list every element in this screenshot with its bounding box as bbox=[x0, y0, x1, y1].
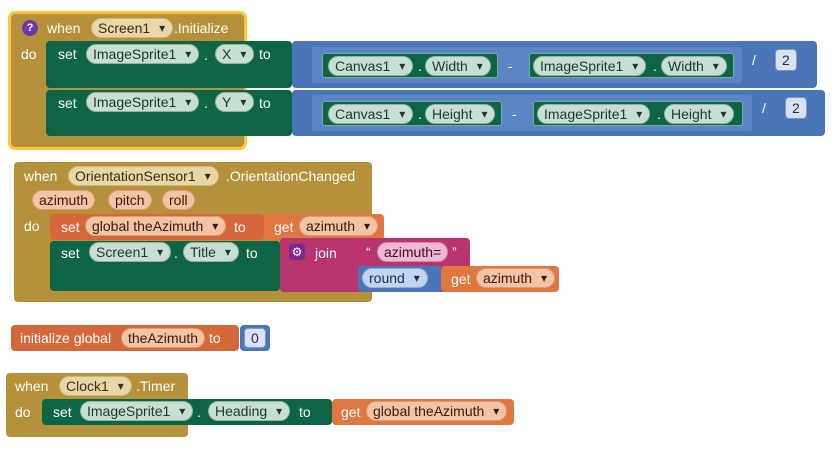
pitch-parameter[interactable]: pitch bbox=[108, 190, 152, 210]
width-property-dropdown[interactable]: Width bbox=[425, 56, 491, 76]
azimuth-variable-dropdown[interactable]: azimuth bbox=[476, 268, 556, 288]
title-property-dropdown[interactable]: Title bbox=[183, 242, 239, 262]
sprite-component-dropdown[interactable]: ImageSprite1 bbox=[86, 44, 200, 64]
set-label: set bbox=[61, 219, 80, 235]
round-function-dropdown[interactable]: round bbox=[362, 268, 428, 288]
width-property-dropdown[interactable]: Width bbox=[661, 56, 727, 76]
height-property-dropdown[interactable]: Height bbox=[425, 104, 496, 124]
screen-component-dropdown[interactable]: Screen1 bbox=[89, 242, 172, 262]
azimuth-parameter[interactable]: azimuth bbox=[32, 190, 96, 210]
to-label: to bbox=[234, 219, 246, 235]
x-property-dropdown[interactable]: X bbox=[215, 44, 255, 64]
orientation-sensor-dropdown[interactable]: OrientationSensor1 bbox=[68, 166, 219, 186]
dot-label: . bbox=[653, 58, 657, 74]
azimuth-variable-dropdown[interactable]: azimuth bbox=[299, 216, 379, 236]
join-label: join bbox=[315, 245, 337, 261]
canvas-component-dropdown[interactable]: Canvas1 bbox=[328, 56, 414, 76]
to-label: to bbox=[246, 245, 258, 261]
global-variable-dropdown[interactable]: global theAzimuth bbox=[85, 216, 227, 236]
quote-open-label: “ bbox=[366, 244, 371, 260]
when-label: when bbox=[47, 20, 81, 36]
clock-component-dropdown[interactable]: Clock1 bbox=[59, 376, 132, 396]
initialize-event-label: .Initialize bbox=[174, 20, 229, 36]
to-label: to bbox=[209, 330, 221, 346]
to-label: to bbox=[299, 404, 311, 420]
get-label: get bbox=[451, 271, 471, 287]
heading-property-dropdown[interactable]: Heading bbox=[208, 401, 291, 421]
canvas-component-dropdown[interactable]: Canvas1 bbox=[328, 104, 414, 124]
divide-operator: / bbox=[762, 100, 766, 116]
do-label: do bbox=[15, 404, 31, 420]
quote-close-label: ” bbox=[452, 244, 457, 260]
sprite-component-dropdown[interactable]: ImageSprite1 bbox=[86, 92, 200, 112]
when-label: when bbox=[15, 378, 49, 394]
divide-operator: / bbox=[752, 52, 756, 68]
set-label: set bbox=[58, 95, 77, 111]
dot-label: . bbox=[418, 106, 422, 122]
roll-parameter[interactable]: roll bbox=[162, 190, 195, 210]
initial-value-number[interactable]: 0 bbox=[244, 328, 266, 348]
set-label: set bbox=[58, 46, 77, 62]
sprite-component-dropdown[interactable]: ImageSprite1 bbox=[80, 401, 194, 421]
dot-label: . bbox=[204, 95, 208, 111]
to-label: to bbox=[259, 95, 271, 111]
azimuth-text-string[interactable]: azimuth= bbox=[377, 242, 449, 262]
timer-event-label: .Timer bbox=[136, 378, 176, 394]
dot-label: . bbox=[657, 106, 661, 122]
dot-label: . bbox=[197, 404, 201, 420]
to-label: to bbox=[259, 46, 271, 62]
gear-icon[interactable]: ⚙ bbox=[289, 244, 305, 260]
set-label: set bbox=[53, 404, 72, 420]
help-icon[interactable]: ? bbox=[22, 20, 38, 36]
minus-operator: - bbox=[508, 58, 513, 74]
initialize-global-label: initialize global bbox=[20, 330, 112, 346]
variable-name-field[interactable]: theAzimuth bbox=[121, 328, 206, 348]
y-property-dropdown[interactable]: Y bbox=[215, 92, 255, 112]
dot-label: . bbox=[174, 245, 178, 261]
sprite-component-dropdown[interactable]: ImageSprite1 bbox=[533, 56, 647, 76]
divisor-number-x[interactable]: 2 bbox=[775, 49, 797, 71]
sprite-component-dropdown[interactable]: ImageSprite1 bbox=[537, 104, 651, 124]
get-label: get bbox=[274, 219, 294, 235]
do-label: do bbox=[24, 218, 40, 234]
minus-operator: - bbox=[512, 106, 517, 122]
do-label: do bbox=[21, 46, 37, 62]
dot-label: . bbox=[204, 47, 208, 63]
get-label: get bbox=[341, 404, 361, 420]
height-property-dropdown[interactable]: Height bbox=[664, 104, 735, 124]
orientation-changed-event-label: .OrientationChanged bbox=[226, 168, 356, 184]
screen-component-dropdown[interactable]: Screen1 bbox=[91, 18, 174, 38]
dot-label: . bbox=[418, 58, 422, 74]
divisor-number-y[interactable]: 2 bbox=[785, 97, 807, 119]
set-label: set bbox=[61, 245, 80, 261]
global-variable-dropdown[interactable]: global theAzimuth bbox=[366, 401, 508, 421]
when-label: when bbox=[24, 168, 58, 184]
